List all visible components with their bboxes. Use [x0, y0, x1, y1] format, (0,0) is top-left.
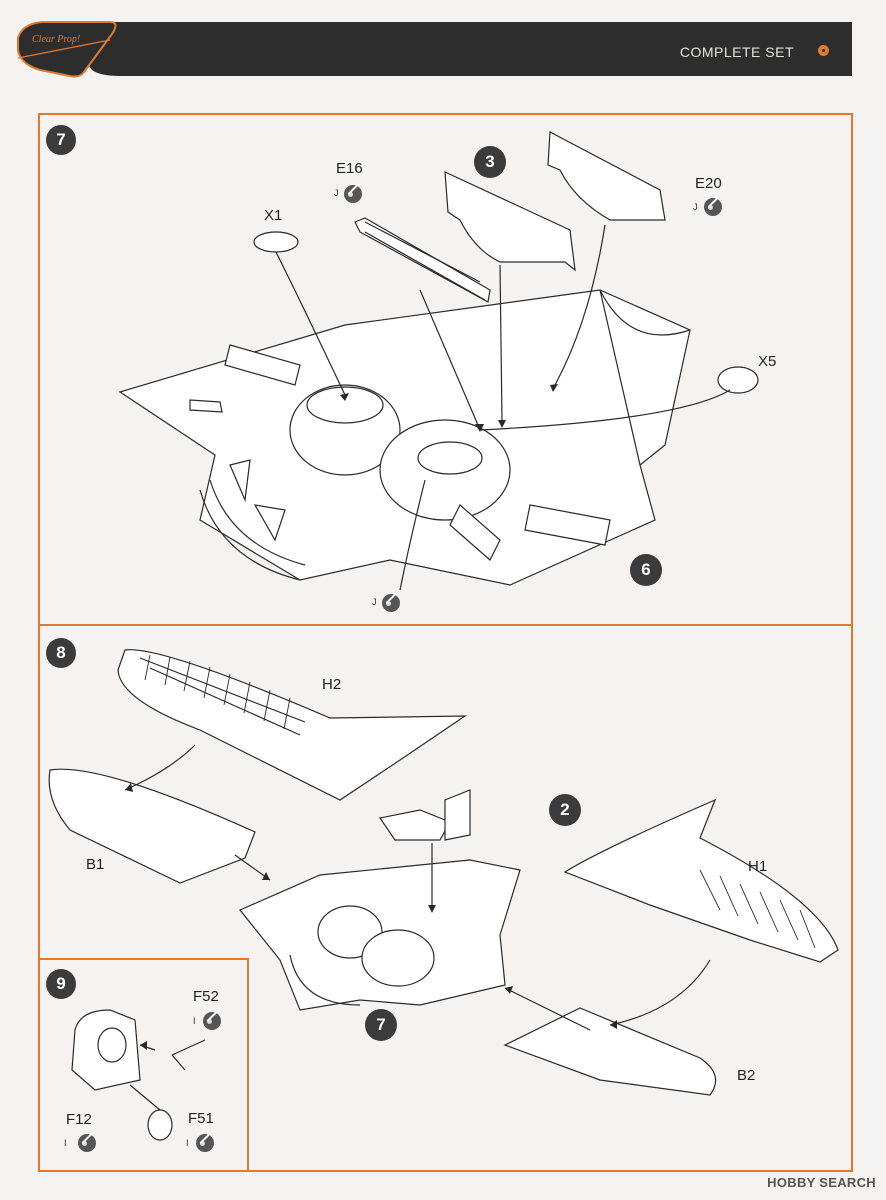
subassembly-2-badge: 2: [549, 794, 581, 826]
part-label-f12: F12: [66, 1111, 92, 1128]
paint-code-i: I: [193, 1016, 196, 1026]
part-label-h2: H2: [322, 676, 342, 693]
header-dot-icon: [818, 45, 829, 56]
subassembly-6-badge: 6: [630, 554, 662, 586]
paint-icon: [704, 198, 722, 216]
paint-icon: [78, 1134, 96, 1152]
paint-code-j: J: [334, 188, 339, 198]
paint-code-j: J: [372, 597, 377, 607]
paint-icon: [382, 594, 400, 612]
part-label-b2: B2: [737, 1067, 756, 1084]
step-8-badge: 8: [46, 638, 76, 668]
part-label-f51: F51: [188, 1110, 214, 1127]
header-bar: [17, 21, 852, 78]
paint-icon: [196, 1134, 214, 1152]
paint-code-i: I: [64, 1138, 67, 1148]
paint-code-i: I: [186, 1138, 189, 1148]
watermark: HOBBY SEARCH: [767, 1175, 876, 1190]
step-8-panel: [38, 624, 853, 1172]
part-label-b1: B1: [86, 856, 105, 873]
subassembly-3-badge: 3: [474, 146, 506, 178]
part-label-e20: E20: [695, 175, 722, 192]
step-7-badge: 7: [46, 125, 76, 155]
part-label-x1: X1: [264, 207, 283, 224]
part-label-h1: H1: [748, 858, 768, 875]
part-label-f52: F52: [193, 988, 219, 1005]
part-label-e16: E16: [336, 160, 363, 177]
subassembly-7-badge: 7: [365, 1009, 397, 1041]
step-9-panel: [38, 958, 249, 1172]
paint-icon: [203, 1012, 221, 1030]
page-title: COMPLETE SET: [679, 44, 794, 60]
paint-code-j: J: [693, 202, 698, 212]
paint-icon: [344, 185, 362, 203]
part-label-x5: X5: [758, 353, 777, 370]
step-9-badge: 9: [46, 969, 76, 999]
brand-logo: Clear Prop!: [32, 34, 81, 45]
